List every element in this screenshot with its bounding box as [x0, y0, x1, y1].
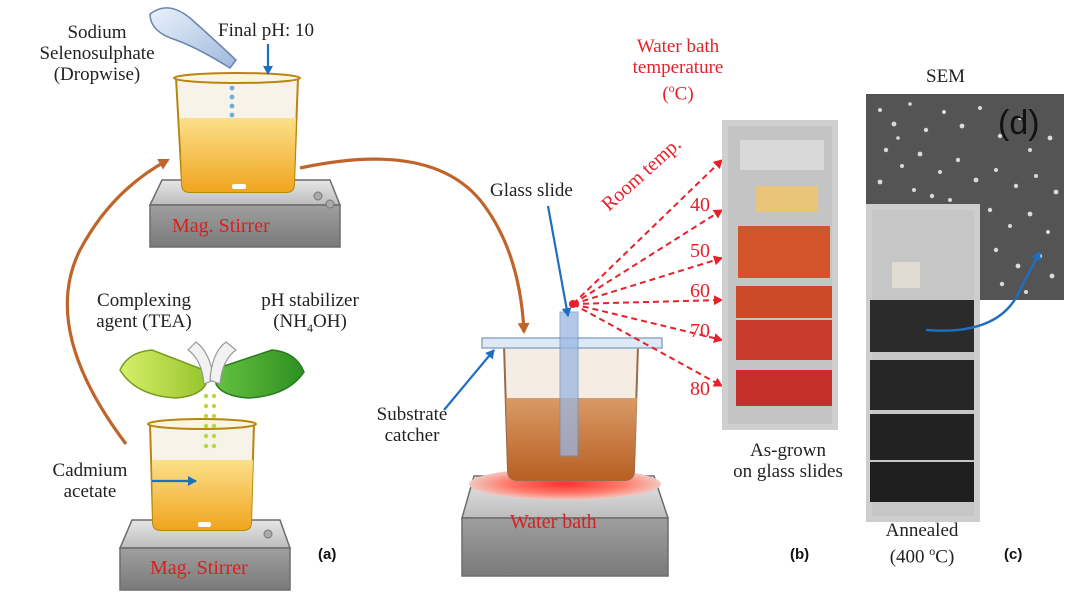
annealed-caption: Annealed (400 oC): [885, 520, 959, 568]
as-grown-caption: As-grown on glass slides: [733, 440, 843, 482]
bottom-beaker: [147, 418, 257, 531]
slide-room-temp: [740, 140, 824, 170]
temp-label-60: 60: [690, 280, 710, 302]
sodium-selenosulphate-label: Sodium Selenosulphate (Dropwise): [39, 22, 155, 85]
temp-label-80: 80: [690, 378, 710, 400]
substrate-catcher-label: Substrate catcher: [376, 404, 448, 446]
temperature-rays: [572, 159, 723, 387]
panel-d-label: (d): [998, 104, 1040, 142]
slide-80: [736, 370, 832, 406]
annealed-slide-1: [870, 300, 974, 352]
temp-label-40: 40: [690, 194, 710, 216]
annealed-slide-2: [870, 360, 974, 410]
glass-slide: [559, 311, 579, 457]
as-grown-slides-photo: [722, 120, 838, 430]
sem-arrow: [925, 251, 1042, 332]
water-bath-beaker: [481, 311, 663, 481]
panel-a-tag: (a): [318, 546, 337, 563]
top-stirrer-label: Mag. Stirrer: [172, 215, 270, 237]
slide-50: [738, 226, 830, 278]
ph-stabilizer-label: pH stabilizer (NH4OH): [261, 290, 359, 335]
slide-40: [756, 186, 818, 212]
sem-label: SEM: [926, 66, 966, 87]
temp-label-70: 70: [690, 320, 710, 342]
annealed-slide-4: [870, 462, 974, 502]
panel-b-tag: (b): [790, 546, 810, 563]
ammonia-flask: [209, 341, 305, 399]
water-bath-temperature-title: Water bath temperature (oC): [632, 36, 724, 105]
ray-origin: [569, 300, 577, 308]
flow-arrow-left: [65, 158, 170, 445]
tea-flask: [119, 341, 215, 399]
annealed-slide-3: [870, 414, 974, 460]
water-bath-label: Water bath: [510, 511, 597, 533]
temp-label-50: 50: [690, 240, 710, 262]
glass-slide-label: Glass slide: [490, 180, 573, 201]
complexing-agent-label: Complexing agent (TEA): [96, 290, 192, 332]
panel-c-tag: (c): [1004, 546, 1023, 563]
final-ph-label: Final pH: 10: [218, 20, 315, 41]
top-beaker: [173, 72, 301, 193]
bottom-stirrer-label: Mag. Stirrer: [150, 557, 248, 579]
slide-60: [736, 286, 832, 318]
slide-70: [736, 320, 832, 360]
dropping-flask: [149, 7, 238, 70]
flow-arrow-right: [299, 157, 530, 334]
substrate-catcher-arrow: [443, 349, 495, 411]
cadmium-acetate-label: Cadmium acetate: [52, 460, 128, 502]
pouring-drops: [203, 393, 217, 449]
glass-slide-arrow: [546, 205, 572, 317]
annealed-slides-photo: [866, 204, 980, 522]
